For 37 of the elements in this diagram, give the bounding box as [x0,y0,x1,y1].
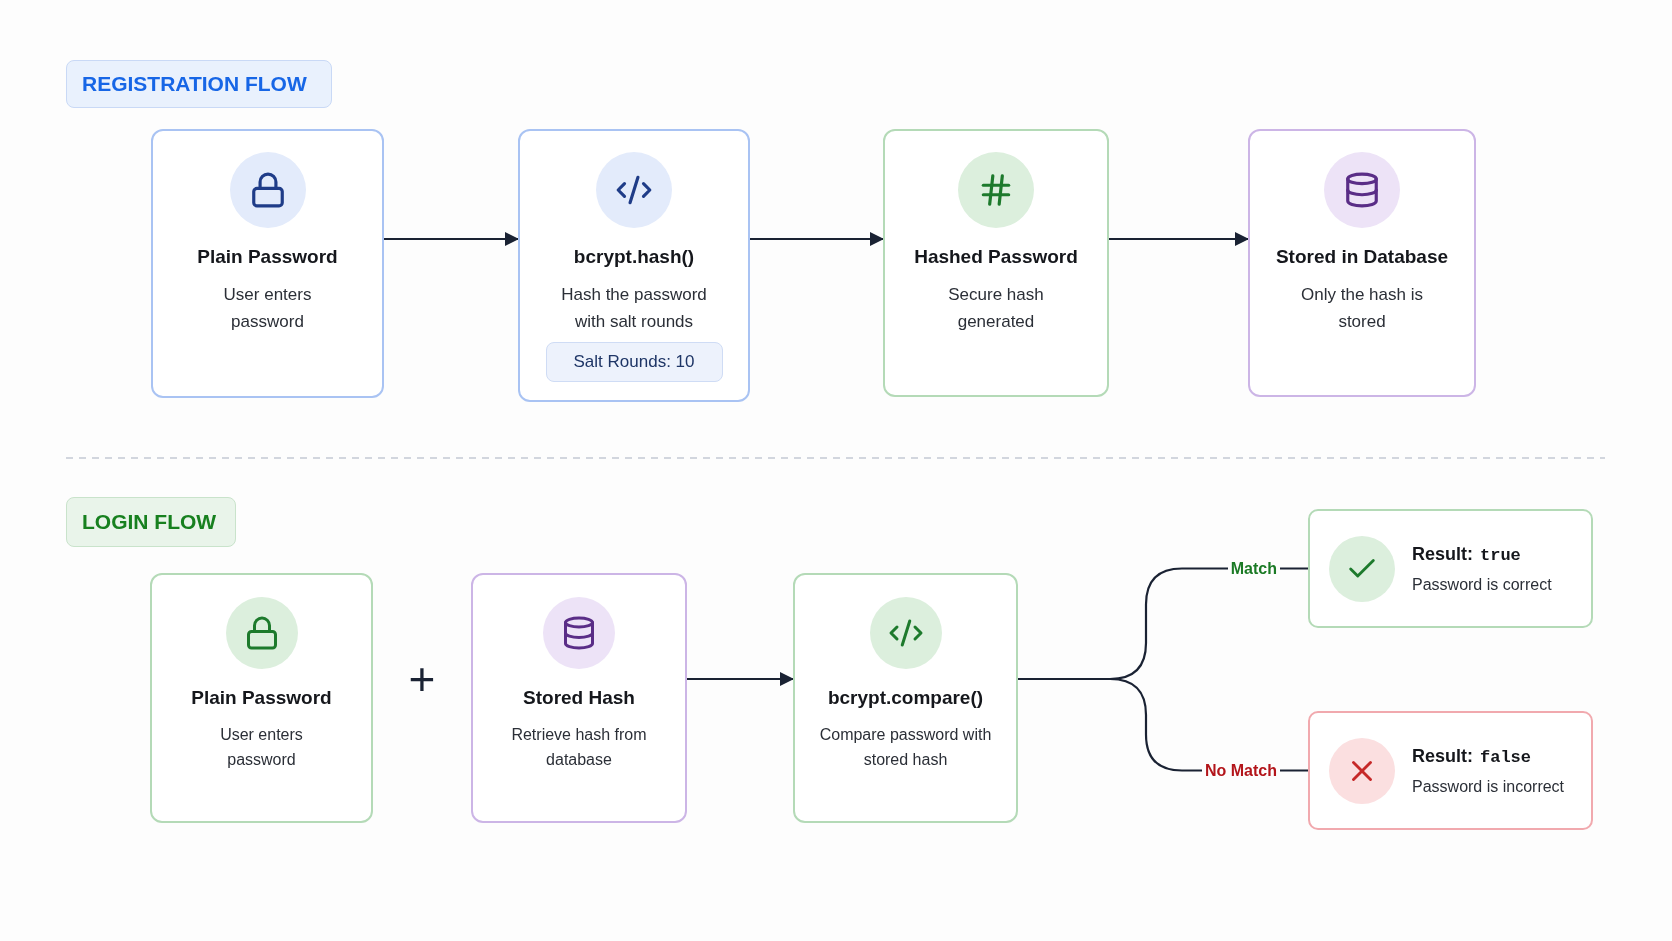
process-card [518,129,750,402]
process-card [151,129,384,398]
parameter-tag: Salt Rounds: 10 [545,342,723,382]
arrow [384,232,519,246]
result-description: Password is correct [1412,574,1552,595]
card-description: Only the hash is stored [1300,284,1424,333]
result-card [1308,711,1593,830]
card-title: Plain Password [191,686,332,710]
card-description: Retrieve hash from database [510,725,648,770]
card-description: User enters password [222,284,313,333]
process-card [471,573,687,823]
card-description: User enters password [219,725,304,770]
result-value: false [1480,746,1532,769]
arrow [1109,232,1249,246]
card-title: bcrypt.compare() [827,686,984,710]
section-badge: REGISTRATION FLOW [66,60,332,108]
process-card [150,573,373,823]
card-title: Plain Password [197,245,338,269]
result-card [1308,509,1593,628]
process-card [1248,129,1476,397]
result-value: true [1480,544,1521,567]
card-title: Hashed Password [914,245,1078,269]
card-description: Compare password with stored hash [818,725,993,770]
card-title: Stored Hash [523,686,635,710]
card-description: Secure hash generated [947,284,1045,333]
result-label: Result: [1412,542,1473,566]
section-badge: LOGIN FLOW [66,497,236,547]
arrow [750,232,884,246]
card-title: bcrypt.hash() [573,245,695,269]
process-card [793,573,1018,823]
card-title: Stored in Database [1275,245,1449,269]
card-description: Hash the password with salt rounds [560,284,708,333]
result-label: Result: [1412,744,1473,768]
arrow [687,672,794,686]
plus-sign: + [408,656,436,702]
process-card [883,129,1109,397]
result-description: Password is incorrect [1412,776,1565,797]
